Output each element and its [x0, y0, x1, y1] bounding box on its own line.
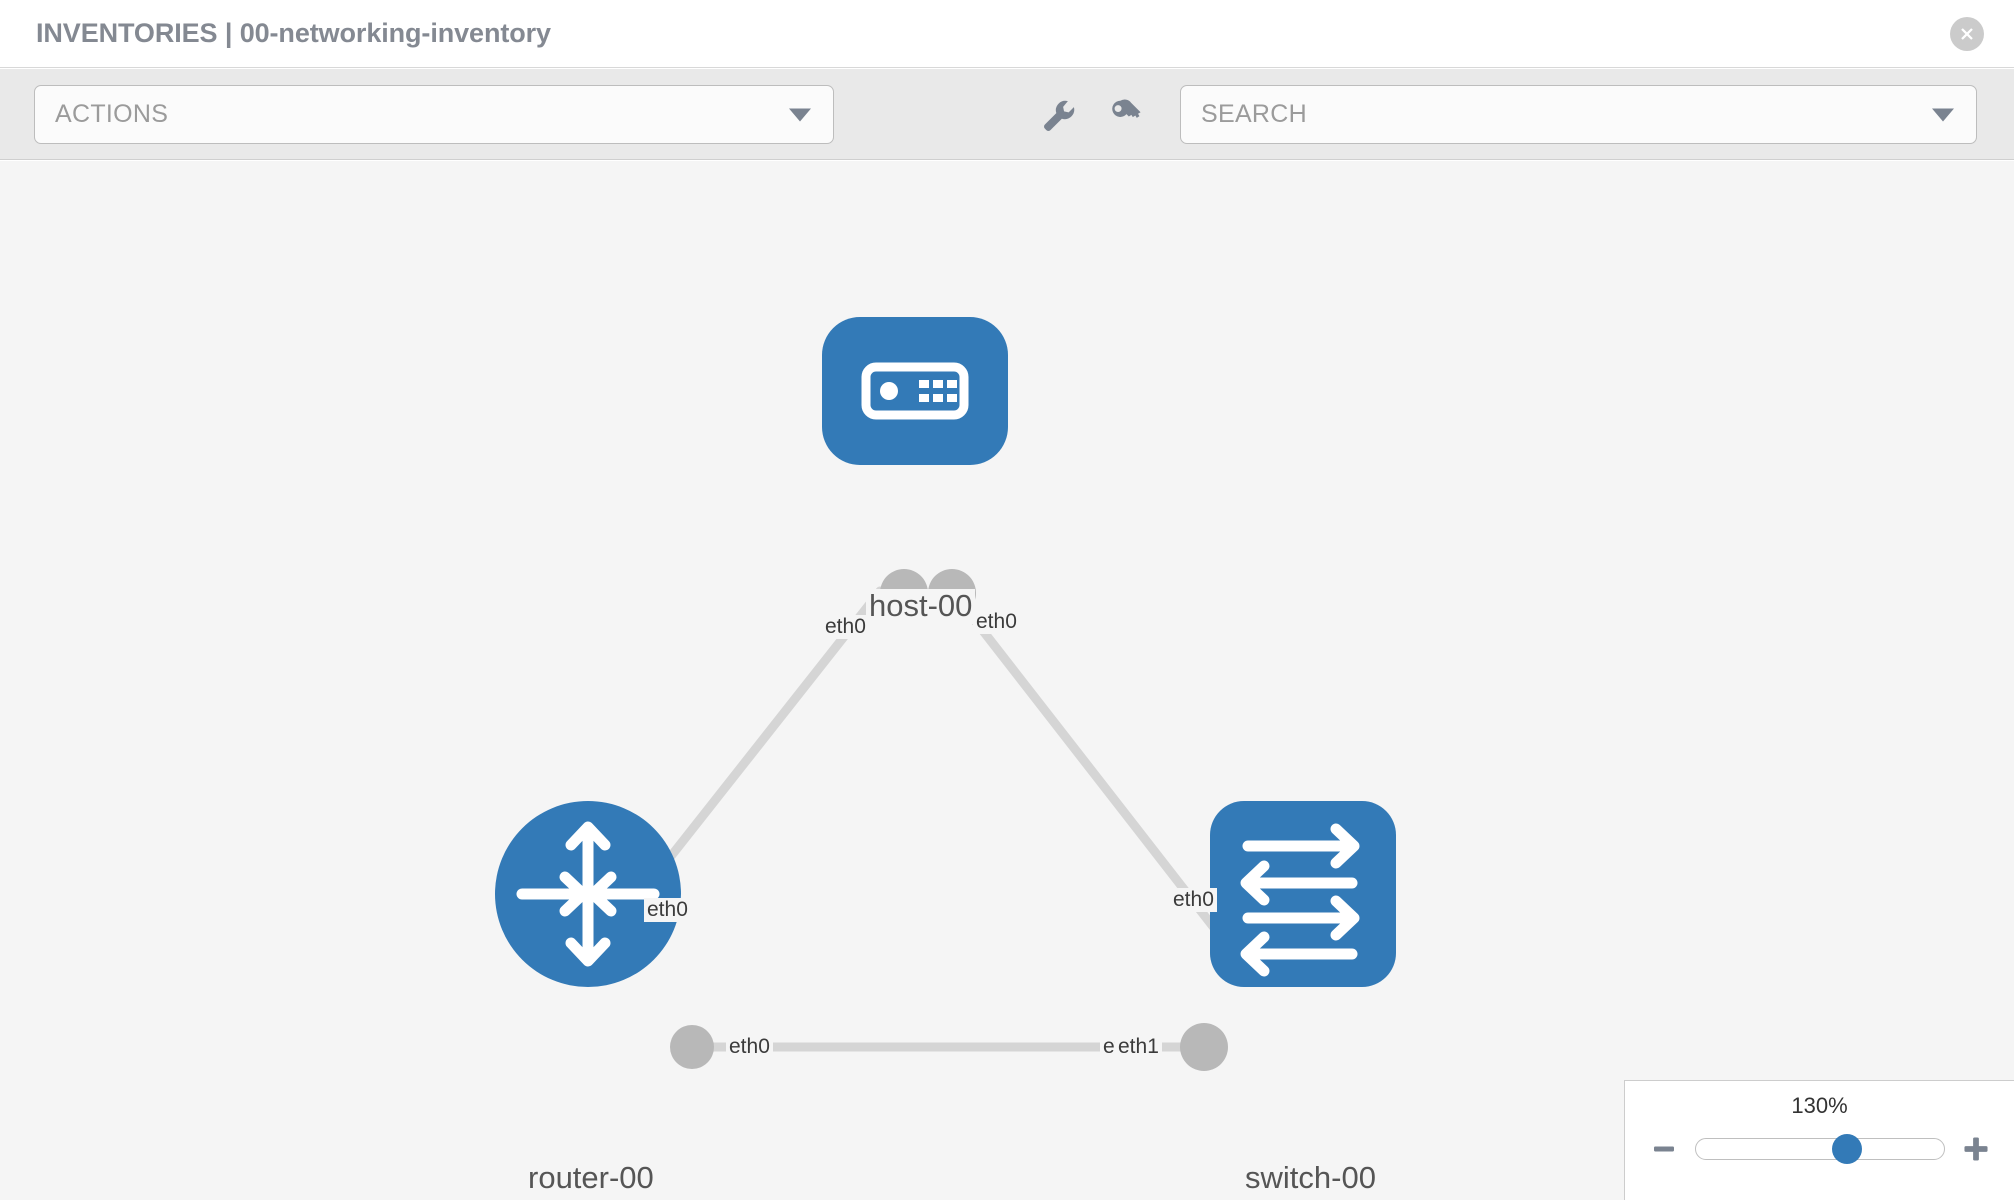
- node-label-host-00[interactable]: host-00: [866, 589, 976, 624]
- node-label-switch-00[interactable]: switch-00: [1242, 1161, 1379, 1196]
- zoom-out-button[interactable]: [1647, 1132, 1681, 1166]
- four-arrows-icon: [516, 821, 660, 967]
- topology-ports: [670, 569, 1258, 1071]
- close-icon[interactable]: [1950, 16, 1984, 51]
- page-title: INVENTORIES | 00-networking-inventory: [36, 18, 551, 48]
- actions-dropdown-label: ACTIONS: [55, 100, 169, 128]
- actions-dropdown[interactable]: ACTIONS: [34, 85, 834, 144]
- chevron-down-icon: [789, 108, 811, 121]
- search-input[interactable]: SEARCH: [1180, 85, 1977, 144]
- node-label-router-00[interactable]: router-00: [525, 1161, 657, 1196]
- plus-icon: [1963, 1137, 1988, 1161]
- node-switch-00: [1210, 801, 1396, 987]
- zoom-slider[interactable]: [1694, 1134, 1945, 1164]
- zoom-control-panel: 130%: [1624, 1080, 2014, 1200]
- port-router00-eth0: [670, 1025, 714, 1069]
- toolbar: ACTIONS SEARCH: [0, 69, 2014, 160]
- topology-graph: [495, 317, 1396, 1071]
- page-header: INVENTORIES | 00-networking-inventory: [0, 0, 2014, 68]
- topology-links: [607, 586, 1237, 1052]
- search-placeholder: SEARCH: [1201, 100, 1307, 128]
- zoom-in-button[interactable]: [1959, 1132, 1993, 1166]
- wrench-icon[interactable]: [1035, 95, 1083, 137]
- minus-icon: [1653, 1146, 1674, 1152]
- zoom-controls: [1625, 1129, 2014, 1169]
- port-switch00-eth1: [1180, 1023, 1228, 1071]
- link-host00-switch00: [947, 586, 1237, 956]
- node-host-00: [822, 317, 1008, 465]
- server-appliance-icon: [861, 362, 969, 420]
- chevron-down-icon: [1932, 108, 1954, 121]
- key-icon[interactable]: [1102, 95, 1150, 137]
- zoom-level-value: 130%: [1791, 1093, 1848, 1118]
- swap-arrows-icon: [1240, 823, 1360, 977]
- topology-canvas[interactable]: host-00 router-00 switch-00 eth0 eth0 et…: [0, 161, 2014, 1200]
- node-router-00: [495, 801, 681, 987]
- zoom-slider-thumb[interactable]: [1831, 1134, 1862, 1164]
